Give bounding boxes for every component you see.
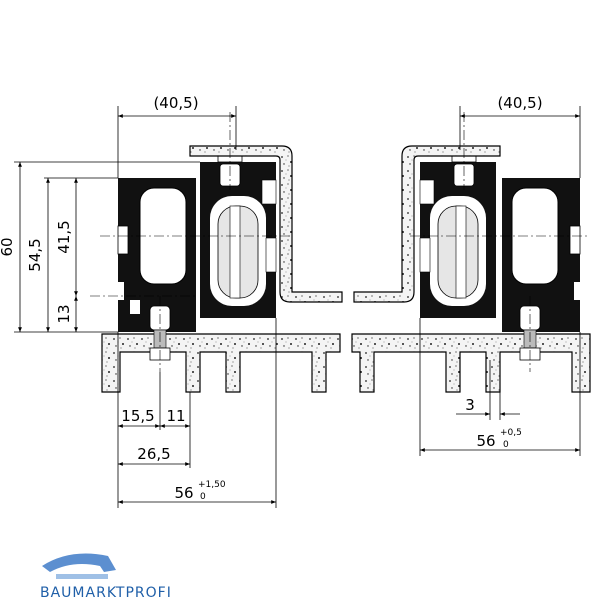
floor-slab-left (101, 333, 341, 393)
dim-right-main-tol-upper: +0,5 (500, 428, 522, 438)
left-bracket (189, 145, 343, 303)
logo-bar-icon (56, 574, 108, 579)
dim-left-main-tol-upper: +1,50 (198, 480, 226, 490)
dim-left-main-tol-lower: 0 (200, 492, 206, 502)
right-assembly (353, 112, 590, 372)
dim-height-total: 60 (0, 237, 16, 256)
dimension-lines (14, 106, 581, 508)
dim-left-a: 15,5 (121, 407, 154, 425)
dim-left-c: 26,5 (137, 445, 170, 463)
dim-left-b: 11 (166, 407, 185, 425)
dim-height-mid: 54,5 (26, 238, 44, 271)
dim-right-top-width: (40,5) (497, 94, 542, 112)
logo-roof-icon (42, 553, 116, 572)
dimension-labels: 60 54,5 41,5 13 (40,5) (40,5) 15,5 11 26… (0, 94, 543, 502)
dim-right-main-tol-lower: 0 (503, 440, 509, 450)
logo-text: BAUMARKTPROFI (40, 585, 172, 600)
dim-left-main: 56 (174, 484, 193, 502)
floor-slab-right (351, 333, 591, 393)
dim-height-bottom: 13 (55, 304, 73, 323)
dim-right-gap: 3 (465, 396, 475, 414)
left-assembly (90, 112, 343, 372)
baumarktprofi-logo[interactable]: BAUMARKTPROFI (40, 553, 172, 600)
dim-left-top-width: (40,5) (153, 94, 198, 112)
dim-height-inner: 41,5 (55, 220, 73, 253)
dim-right-main: 56 (476, 432, 495, 450)
right-bracket (353, 145, 501, 303)
